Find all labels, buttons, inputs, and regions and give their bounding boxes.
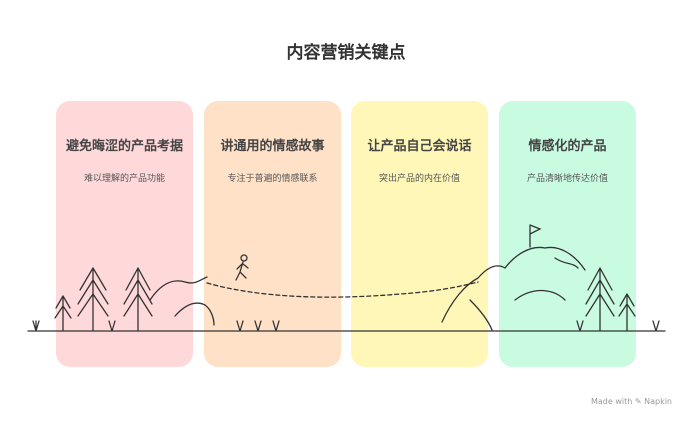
card-subtitle: 难以理解的产品功能	[83, 174, 165, 184]
card-title: 避免晦涩的产品考据	[66, 139, 184, 154]
dashed-path	[206, 281, 479, 298]
card-avoid-obscure: 避免晦涩的产品考据 难以理解的产品功能	[56, 101, 193, 367]
card-emotional-story: 讲通用的情感故事 专注于普遍的情感联系	[204, 101, 341, 367]
napkin-watermark: Made with ✎ Napkin	[591, 397, 672, 406]
diagram-title: 内容营销关键点	[286, 43, 406, 63]
left-mountain-icon	[149, 276, 215, 326]
card-subtitle: 专注于普遍的情感联系	[227, 174, 318, 184]
hiker-icon	[235, 254, 249, 281]
card-emotional-product: 情感化的产品 产品清晰地传达价值	[499, 101, 636, 367]
tree-icon	[54, 267, 636, 332]
card-title: 情感化的产品	[528, 139, 607, 154]
card-subtitle: 产品清晰地传达价值	[526, 174, 608, 184]
grass-icon	[32, 320, 660, 332]
right-mountain-icon	[441, 224, 586, 331]
card-product-speaks: 让产品自己会说话 突出产品的内在价值	[351, 101, 488, 367]
card-title: 让产品自己会说话	[367, 139, 472, 154]
card-subtitle: 突出产品的内在价值	[378, 174, 460, 184]
card-title: 讲通用的情感故事	[220, 139, 325, 154]
